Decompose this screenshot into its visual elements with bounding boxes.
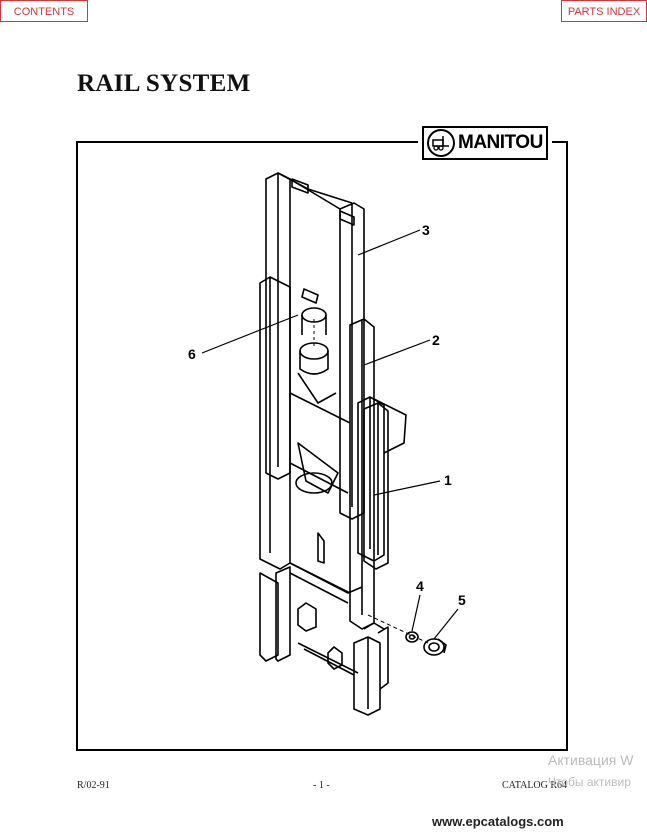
callout-5: 5 (458, 592, 466, 608)
diagram-frame (76, 141, 568, 751)
inner-mast (265, 172, 365, 520)
callout-6: 6 (188, 346, 196, 362)
revision-code: R/02-91 (77, 780, 110, 791)
callout-3: 3 (422, 222, 430, 238)
callout-4: 4 (416, 578, 424, 594)
callout-2: 2 (432, 332, 440, 348)
middle-mast (289, 318, 375, 630)
rail-system-diagram: 3 2 1 6 4 5 (188, 172, 466, 716)
contents-button[interactable]: CONTENTS (0, 0, 88, 22)
page-title: RAIL SYSTEM (77, 70, 251, 97)
page-number: - 1 - (313, 780, 330, 791)
site-url: www.epcatalogs.com (432, 814, 564, 829)
callout-1: 1 (444, 472, 452, 488)
manitou-logo: MANITOU (418, 126, 552, 160)
forklift-icon (427, 129, 455, 157)
roller-part-5 (423, 638, 447, 656)
carriage (295, 398, 407, 570)
lower-uprights (275, 566, 389, 716)
outer-rail-right (357, 396, 385, 562)
outer-rail-left (259, 276, 291, 662)
catalog-code: CATALOG R64 (502, 780, 568, 791)
lift-cylinder (297, 288, 337, 404)
logo-text: MANITOU (458, 132, 543, 153)
activation-watermark-sub: Чтобы активир (548, 775, 631, 789)
parts-index-button[interactable]: PARTS INDEX (561, 0, 647, 22)
activation-watermark: Активация W (548, 752, 634, 768)
bottom-crosshead (289, 532, 363, 676)
